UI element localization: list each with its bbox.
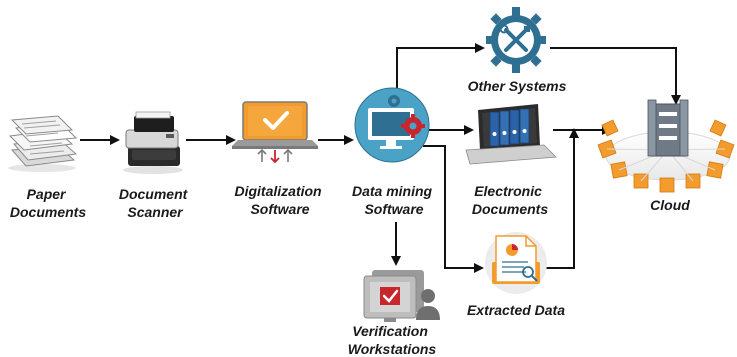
- label-digitalization-software-line2: Software: [250, 201, 309, 217]
- label-document-scanner-line1: Document: [119, 186, 189, 202]
- label-verification-workstations: Verification Workstations: [348, 323, 437, 357]
- arrow-datamining-to-other-systems: [396, 43, 485, 98]
- label-verification-workstations-line2: Workstations: [348, 341, 437, 357]
- arrow-extracted-data-to-cloud: [546, 128, 579, 269]
- label-data-mining-software: Data mining Software: [352, 183, 436, 217]
- label-extracted-data-line1: Extracted Data: [467, 302, 565, 318]
- workstation-user-icon: [363, 270, 440, 322]
- label-document-scanner: Document Scanner: [119, 186, 191, 220]
- label-paper-documents: Paper Documents: [10, 186, 86, 220]
- label-electronic-documents: Electronic Documents: [472, 183, 548, 217]
- label-digitalization-software-line1: Digitalization: [234, 183, 321, 199]
- label-cloud-line1: Cloud: [650, 197, 690, 213]
- scanner-icon: [123, 111, 183, 174]
- label-paper-documents-line1: Paper: [27, 186, 67, 202]
- label-data-mining-software-line2: Software: [364, 201, 423, 217]
- gear-tools-icon: [486, 7, 546, 73]
- label-document-scanner-line2: Scanner: [127, 204, 184, 220]
- connector-arrows: [80, 43, 681, 273]
- cloud-server-icon: [597, 99, 735, 193]
- paper-stack-icon: [8, 115, 78, 172]
- arrow-other-systems-to-cloud: [550, 47, 681, 105]
- monitor-gears-icon: [354, 87, 430, 163]
- label-electronic-documents-line2: Documents: [472, 201, 548, 217]
- laptop-binders-icon: [465, 104, 557, 165]
- label-digitalization-software: Digitalization Software: [234, 183, 325, 217]
- label-other-systems-line1: Other Systems: [468, 78, 567, 94]
- label-cloud: Cloud: [650, 197, 690, 213]
- laptop-check-icon: [232, 101, 318, 164]
- label-other-systems: Other Systems: [468, 78, 567, 94]
- label-extracted-data: Extracted Data: [467, 302, 565, 318]
- arrow-datamining-to-extracted-data: [423, 145, 484, 273]
- label-verification-workstations-line1: Verification: [352, 323, 428, 339]
- label-electronic-documents-line1: Electronic: [474, 183, 542, 199]
- label-data-mining-software-line1: Data mining: [352, 183, 433, 199]
- document-chart-icon: [485, 232, 547, 294]
- label-paper-documents-line2: Documents: [10, 204, 86, 220]
